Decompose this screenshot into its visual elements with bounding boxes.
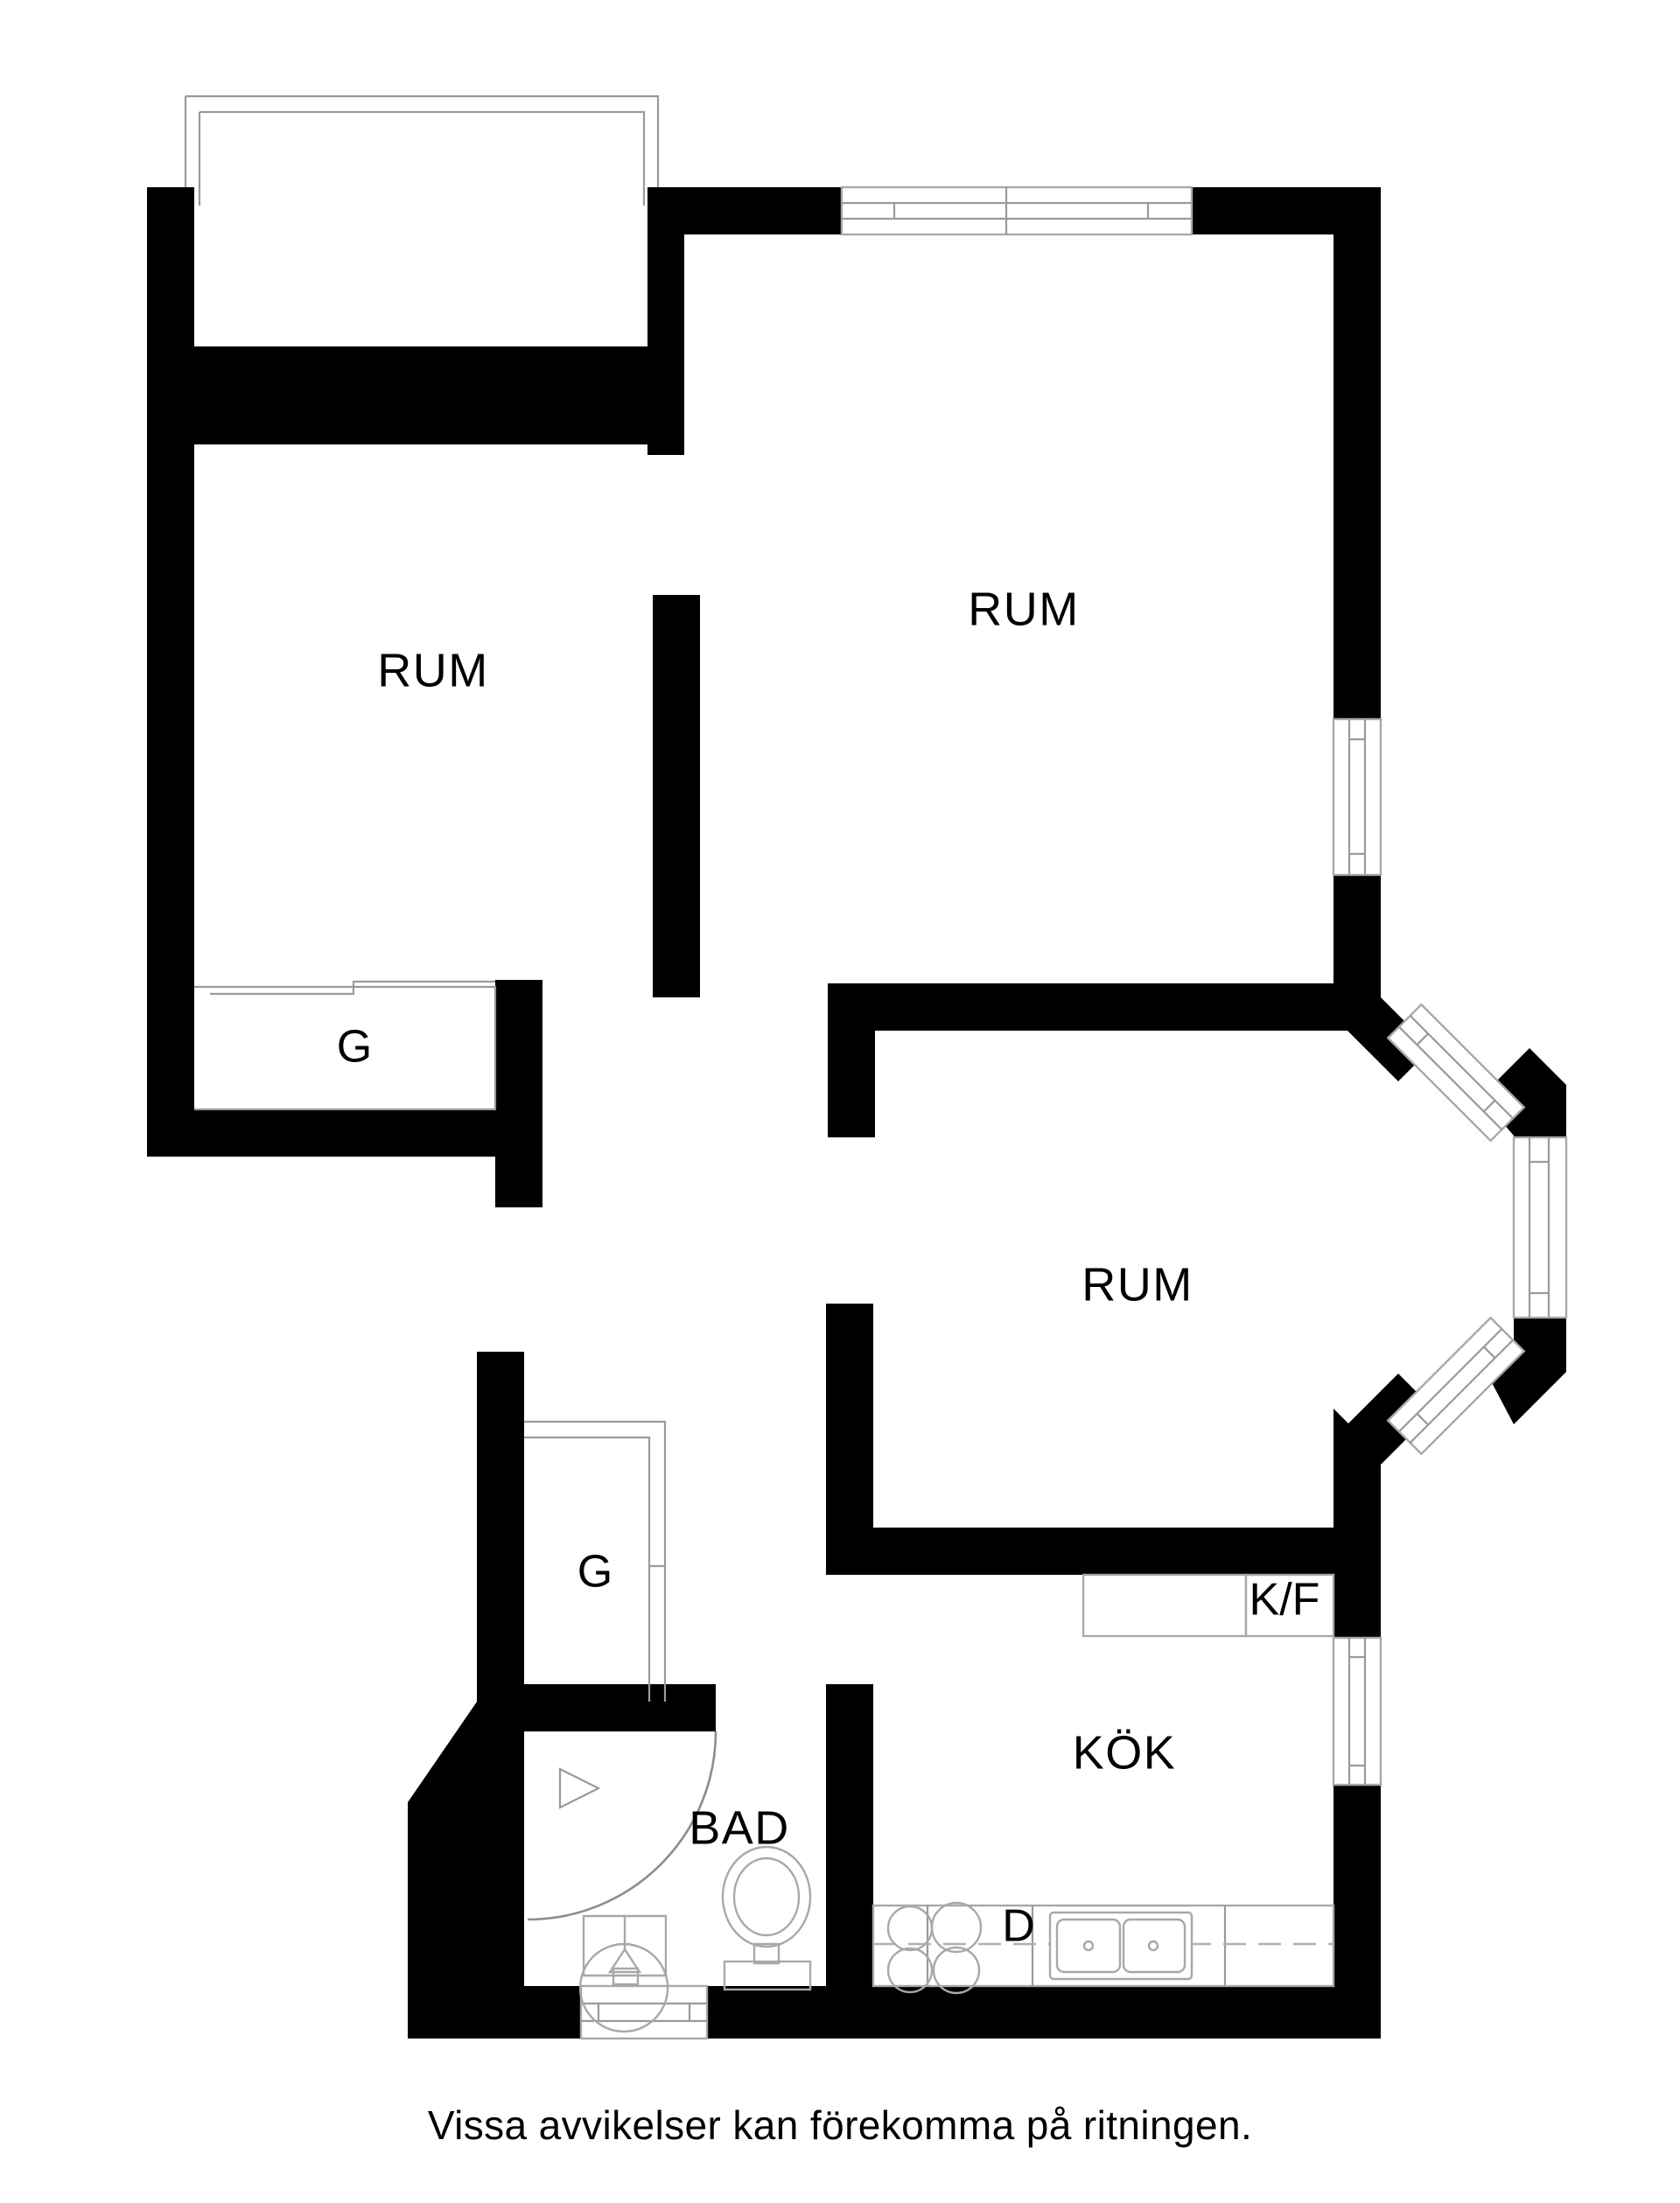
washbasin bbox=[578, 1914, 669, 2033]
room-label-rum-bay: RUM bbox=[1082, 1258, 1193, 1311]
wall-structure bbox=[147, 187, 1566, 2039]
balcony-railing bbox=[184, 94, 660, 206]
plan-caption: Vissa avvikelser kan förekomma på ritnin… bbox=[428, 2102, 1252, 2148]
bathroom-door bbox=[527, 1731, 718, 1921]
stove-4-burner bbox=[886, 1901, 983, 1995]
dishwasher-label: D bbox=[1002, 1901, 1035, 1952]
window-right-wall-upper bbox=[1332, 717, 1382, 877]
closet-hall bbox=[524, 1420, 667, 1702]
window-bay-upper-angled bbox=[1386, 1003, 1526, 1143]
room-label-rum-left: RUM bbox=[377, 644, 488, 696]
window-bay-middle bbox=[1512, 1136, 1568, 1319]
window-top-wall bbox=[840, 185, 1194, 236]
fridge-label-kf: K/F bbox=[1250, 1575, 1320, 1626]
closet-left-room bbox=[194, 980, 497, 1111]
toilet bbox=[721, 1845, 812, 1991]
kitchen-sink bbox=[1048, 1911, 1194, 1981]
room-label-bad: BAD bbox=[689, 1801, 790, 1854]
window-bay-lower-angled bbox=[1386, 1316, 1526, 1456]
room-label-rum-top-right: RUM bbox=[968, 583, 1079, 635]
room-label-kok: KÖK bbox=[1073, 1726, 1177, 1779]
window-bathroom-bottom bbox=[579, 1984, 709, 2040]
window-kitchen-right bbox=[1332, 1636, 1382, 1787]
closet-label-g2: G bbox=[578, 1547, 612, 1598]
upper-cabinet-and-fridge bbox=[1082, 1573, 1335, 1638]
closet-label-g1: G bbox=[337, 1022, 372, 1073]
